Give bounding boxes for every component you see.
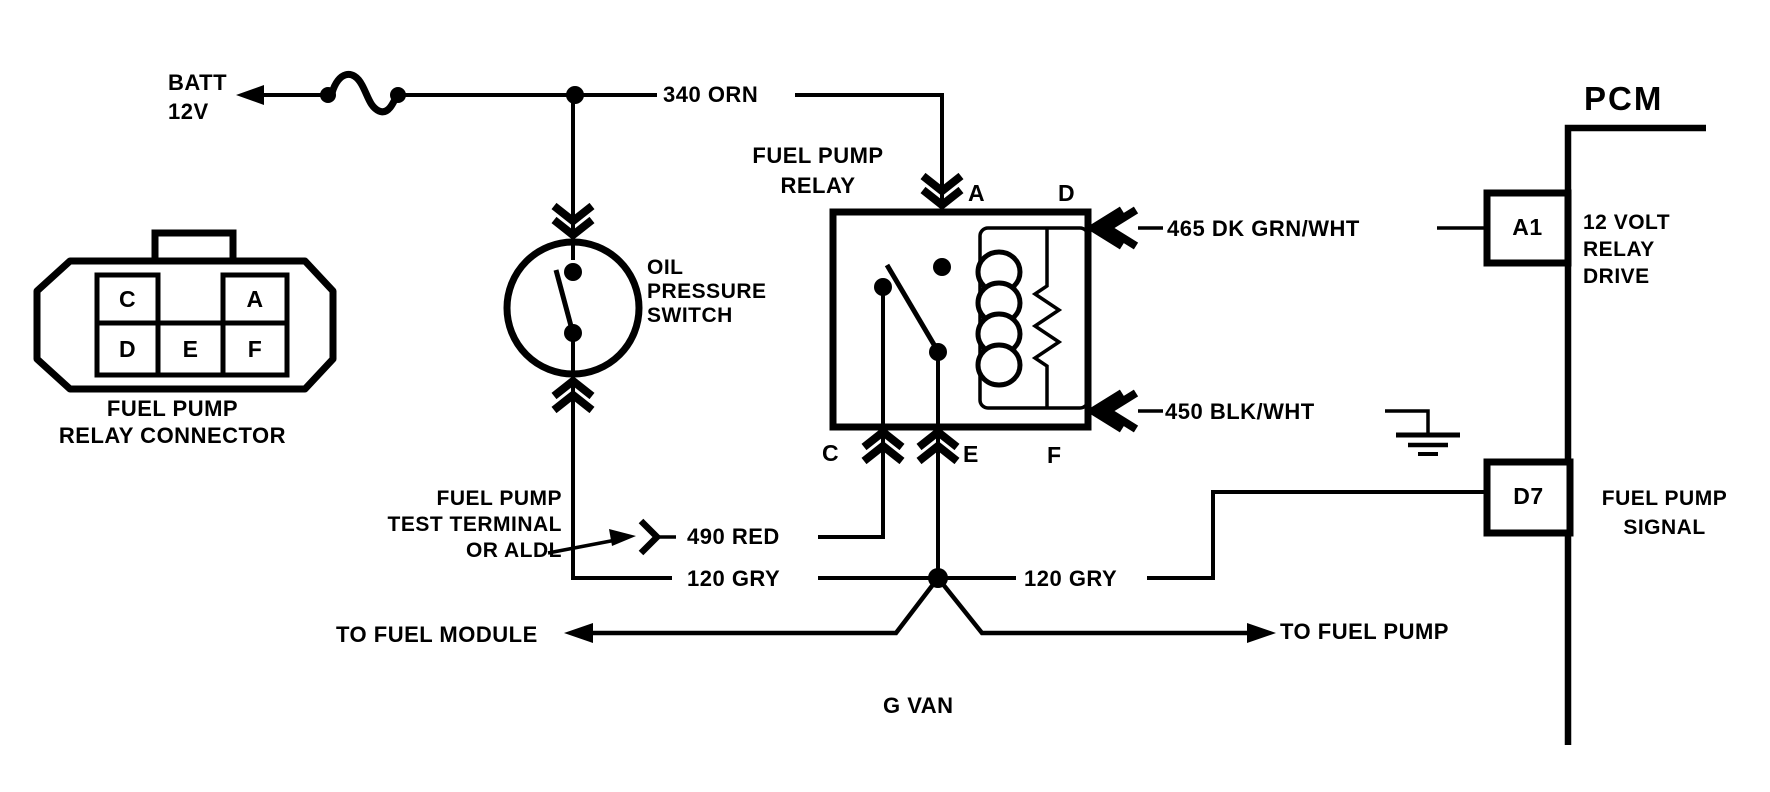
test-terminal-label: FUEL PUMP TEST TERMINAL OR ALDL [330, 486, 562, 564]
oil-pressure-switch-label: OIL PRESSURE SWITCH [647, 256, 767, 328]
relay-resistor-icon [1031, 228, 1063, 408]
wire-label-120-gry-right: 120 GRY [1024, 566, 1118, 591]
test-terminal-line2: TEST TERMINAL [387, 513, 562, 536]
connector-pin-a: A [246, 286, 264, 312]
wire-label-490-red: 490 RED [687, 524, 780, 549]
relay-caption-line1: FUEL PUMP [752, 143, 884, 168]
wire-450-blk-wht [1138, 409, 1460, 456]
pcm-pin-d7-label: D7 [1513, 483, 1544, 509]
pcm-pin-box-d7 [1483, 458, 1574, 537]
ops-line3: SWITCH [647, 304, 733, 327]
chevron-up-icon [551, 375, 595, 400]
connector-caption: FUEL PUMP RELAY CONNECTOR [40, 395, 305, 449]
relay-terminal-e: E [963, 441, 979, 467]
relay-terminal-a: A [968, 180, 986, 206]
platform-label: G VAN [883, 693, 954, 718]
pcm-title: PCM [1584, 80, 1664, 117]
connector-pin-e: E [182, 336, 199, 362]
chevron-down-icon [920, 186, 964, 211]
test-terminal-icon [638, 518, 662, 556]
relay-terminal-f: F [1047, 442, 1062, 468]
a1-fn-line2: RELAY [1583, 238, 1655, 261]
pcm-pin-box-a1 [1483, 189, 1572, 267]
pcm-pin-a1-label: A1 [1512, 214, 1543, 240]
connector-caption-line2: RELAY CONNECTOR [58, 423, 287, 448]
chevron-down-icon [551, 202, 595, 227]
d7-fn-line2: SIGNAL [1623, 516, 1706, 539]
ops-line2: PRESSURE [647, 280, 767, 303]
relay-coil-icon [975, 249, 1023, 388]
wire-120-gry [564, 490, 1487, 643]
pcm-a1-function: 12 VOLT RELAY DRIVE [1583, 209, 1670, 290]
chevron-down-icon [551, 216, 595, 241]
test-terminal-line3: OR ALDL [465, 539, 562, 562]
chevron-up-icon [916, 440, 960, 465]
connector-caption-line1: FUEL PUMP [106, 396, 239, 421]
right-arrow-icon [1247, 623, 1276, 643]
oil-pressure-switch-branch [503, 95, 672, 580]
pcm-d7-function: FUEL PUMP SIGNAL [1582, 484, 1747, 542]
chevron-down-icon [920, 172, 964, 197]
fuse-icon [328, 71, 402, 116]
battery-label: BATT 12V [168, 68, 227, 126]
to-fuel-module-label: TO FUEL MODULE [336, 622, 538, 647]
wire-label-340-orn: 340 ORN [663, 82, 759, 107]
relay-box [829, 208, 1092, 431]
wire-label-450: 450 BLK/WHT [1165, 399, 1315, 424]
a1-fn-line3: DRIVE [1583, 265, 1650, 288]
connector-pin-cells [94, 272, 290, 378]
fuel-pump-relay-symbol [829, 206, 1139, 578]
relay-coil-box [978, 226, 1090, 410]
relay-switch-blade [884, 263, 939, 350]
battery-label-line2: 12V [168, 99, 209, 124]
chevron-left-icon [1099, 389, 1139, 433]
wire-label-465: 465 DK GRN/WHT [1167, 216, 1360, 241]
pointer-arrow-icon [609, 529, 636, 546]
connector-pin-d: D [118, 336, 137, 362]
switch-blade [553, 269, 574, 327]
battery-feed-wire [236, 71, 964, 258]
chevron-left-icon [1085, 206, 1125, 250]
to-fuel-pump-label: TO FUEL PUMP [1280, 619, 1449, 644]
left-arrow-icon [564, 623, 593, 643]
relay-terminal-d: D [1058, 180, 1076, 206]
ground-icon [1385, 409, 1460, 456]
chevron-left-icon [1099, 206, 1139, 250]
relay-terminal-c: C [822, 440, 840, 466]
a1-fn-line1: 12 VOLT [1583, 211, 1671, 234]
wire-fuel-pump-signal [1147, 490, 1487, 580]
batt-arrow-icon [236, 85, 264, 105]
chevron-up-icon [551, 389, 595, 414]
wire-490-red [547, 427, 885, 556]
pcm-boundary [1483, 124, 1706, 745]
connector-pin-c: C [118, 286, 137, 312]
test-terminal-line1: FUEL PUMP [436, 487, 562, 510]
relay-connector-symbol [33, 229, 337, 393]
connector-pin-f: F [247, 336, 263, 362]
ops-line1: OIL [647, 256, 684, 279]
relay-caption-line2: RELAY [780, 173, 856, 198]
relay-caption: FUEL PUMP RELAY [733, 141, 903, 201]
chevron-up-icon [916, 426, 960, 451]
d7-fn-line1: FUEL PUMP [1601, 487, 1728, 510]
battery-label-line1: BATT [168, 70, 228, 95]
wire-label-120-gry-left: 120 GRY [687, 566, 781, 591]
chevron-left-icon [1085, 389, 1125, 433]
